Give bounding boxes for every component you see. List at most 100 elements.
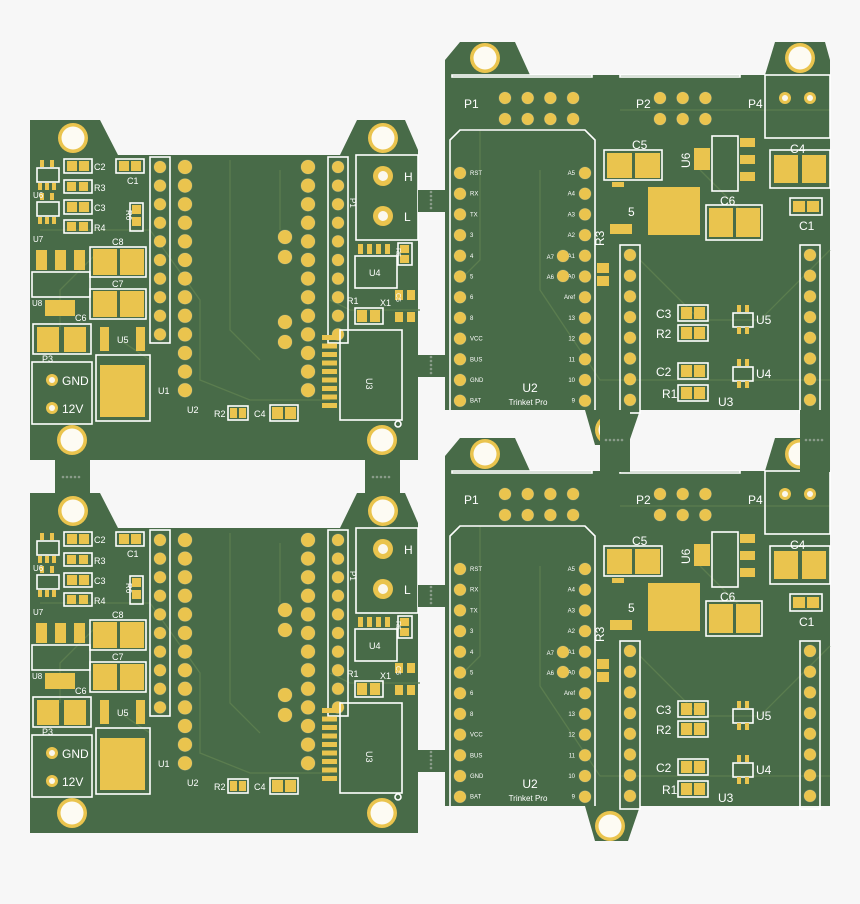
silkscreen-label: A4 xyxy=(568,588,576,594)
silkscreen-outline xyxy=(31,271,91,298)
silkscreen-label: 5 xyxy=(628,601,635,615)
smd-pad xyxy=(740,172,755,181)
mounting-hole xyxy=(61,126,85,150)
through-hole-pin xyxy=(153,216,167,230)
smd-pad xyxy=(793,597,805,608)
through-hole-pin xyxy=(331,626,345,640)
silkscreen-outline xyxy=(89,288,147,320)
through-hole-pin xyxy=(300,532,316,548)
through-hole-pin xyxy=(676,91,690,105)
through-hole-pin xyxy=(543,508,557,522)
smd-pad xyxy=(737,777,741,784)
smd-pad xyxy=(648,583,700,631)
smd-pad xyxy=(285,407,296,419)
silkscreen-outline xyxy=(89,661,147,693)
through-hole-pin xyxy=(521,112,535,126)
silkscreen-outline xyxy=(677,362,709,380)
silkscreen-label: C4 xyxy=(790,538,806,552)
through-hole-pin xyxy=(453,166,467,180)
mouse-bite xyxy=(429,754,433,758)
left-board-bottom: U6U7C2R3C3R4C1R6U8C8C7C6P3U5GND12VU1P1U2… xyxy=(30,493,420,833)
silkscreen-outline xyxy=(764,470,831,535)
through-hole-pin xyxy=(331,197,345,211)
silkscreen-label: U5 xyxy=(117,708,129,718)
silkscreen-label: 13 xyxy=(568,712,575,718)
through-hole-pin xyxy=(498,508,512,522)
mouse-bite xyxy=(429,762,433,766)
silkscreen-outline xyxy=(269,777,299,795)
silkscreen-outline xyxy=(355,527,419,614)
through-hole-pin xyxy=(177,252,193,268)
smd-pad xyxy=(681,387,692,399)
smd-pad xyxy=(119,534,129,544)
silkscreen-label: C3 xyxy=(94,203,106,213)
smd-pad xyxy=(737,305,741,312)
through-hole-pin xyxy=(331,552,345,566)
silkscreen-label: C1 xyxy=(127,176,139,186)
silkscreen-outline xyxy=(129,202,144,232)
smd-pad xyxy=(322,386,337,391)
through-hole-pin xyxy=(177,681,193,697)
through-hole-pin xyxy=(331,570,345,584)
silkscreen-outline xyxy=(36,201,60,217)
smd-pad xyxy=(774,155,798,183)
silkscreen-outline xyxy=(769,545,831,585)
through-hole-pin xyxy=(698,508,712,522)
silkscreen-label: P3 xyxy=(42,354,53,364)
mouse-bite xyxy=(429,371,433,375)
silkscreen-label: 6 xyxy=(470,691,474,697)
silkscreen-label: RX xyxy=(470,588,478,594)
through-hole-pin xyxy=(543,112,557,126)
mouse-bite xyxy=(608,438,612,442)
smd-pad xyxy=(322,733,337,739)
mouse-bite xyxy=(620,438,624,442)
through-hole-pin xyxy=(331,272,345,286)
silkscreen-label: TX xyxy=(470,212,478,218)
silkscreen-label: R3 xyxy=(593,626,607,642)
mouse-bite xyxy=(616,438,620,442)
silkscreen-label: L xyxy=(404,210,411,224)
silkscreen-label: A5 xyxy=(568,171,576,177)
through-hole-pin xyxy=(300,233,316,249)
smd-pad xyxy=(67,555,76,564)
smd-pad xyxy=(740,534,755,543)
through-hole-pin xyxy=(331,160,345,174)
smd-pad xyxy=(597,276,609,286)
silkscreen-label: P4 xyxy=(748,97,763,111)
smd-pad xyxy=(322,377,337,383)
through-hole-pin xyxy=(578,603,592,617)
silkscreen-label: VCC xyxy=(470,733,483,739)
silkscreen-label: A1 xyxy=(568,650,576,656)
mounting-hole xyxy=(60,801,84,825)
silkscreen-label: GND xyxy=(470,774,484,780)
silkscreen-outline xyxy=(711,135,739,192)
silkscreen-outline xyxy=(677,304,709,322)
mouse-bite xyxy=(387,475,391,479)
smd-pad xyxy=(40,193,44,200)
mounting-hole xyxy=(370,428,394,452)
through-hole-pin xyxy=(521,508,535,522)
copper-trace xyxy=(40,602,330,774)
through-hole-pin xyxy=(331,663,345,677)
silkscreen-label: C5 xyxy=(394,666,401,675)
silkscreen-label: A6 xyxy=(547,671,555,677)
smd-pad xyxy=(38,183,42,190)
silkscreen-label: R5 xyxy=(394,621,401,630)
silkscreen-label: 5 xyxy=(628,205,635,219)
silkscreen-outline xyxy=(677,780,709,798)
through-hole-pin xyxy=(676,487,690,501)
through-hole-pin xyxy=(453,624,467,638)
smd-pad xyxy=(322,759,337,764)
smd-pad xyxy=(694,544,710,566)
silkscreen-outline xyxy=(63,592,93,607)
through-hole-pin xyxy=(300,625,316,641)
smd-pad xyxy=(737,723,741,730)
through-hole-pin xyxy=(453,373,467,387)
through-hole-pin xyxy=(153,272,167,286)
silkscreen-label: 8 xyxy=(470,712,474,718)
smd-pad xyxy=(67,222,76,231)
smd-pad xyxy=(74,250,85,270)
silkscreen-label: R2 xyxy=(214,782,226,792)
through-hole-pin xyxy=(300,644,316,660)
